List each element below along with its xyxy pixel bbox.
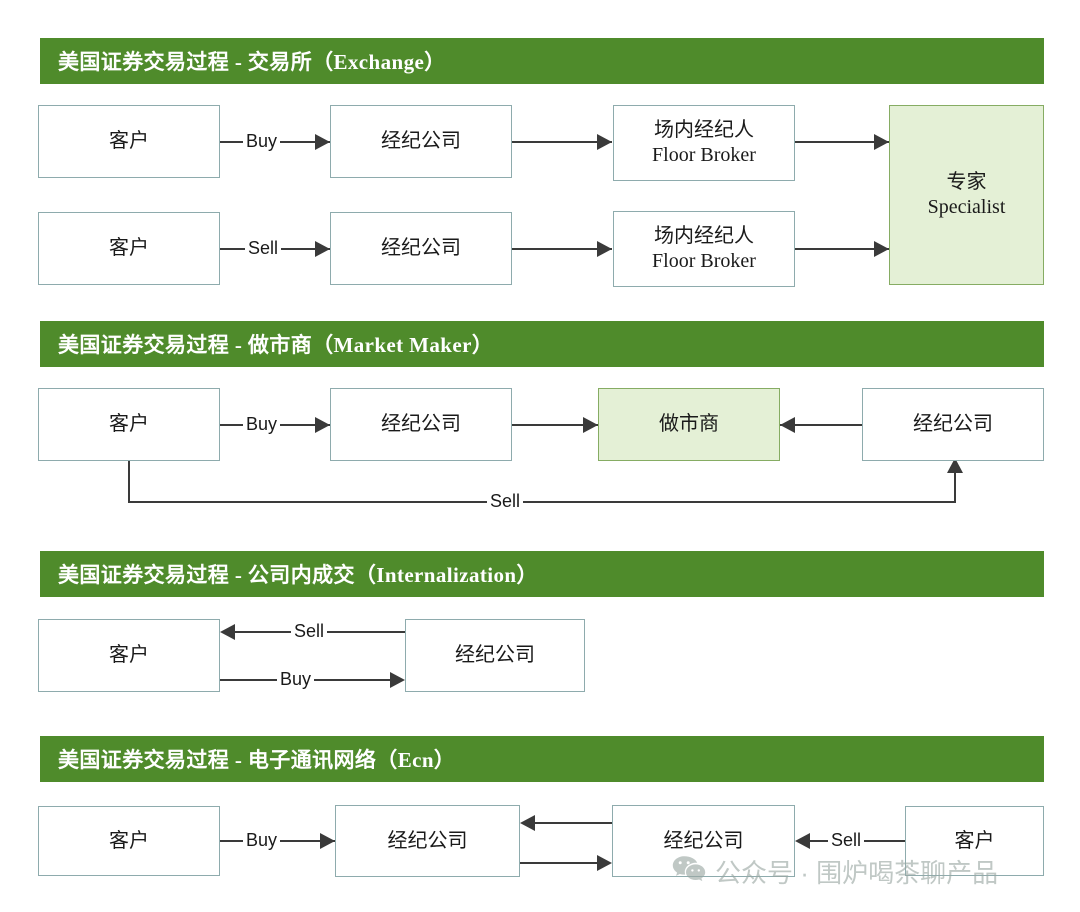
node-floor-broker-sell: 场内经纪人 Floor Broker [613, 211, 795, 287]
arrow-head-right [390, 672, 405, 688]
arrow-head-right [320, 833, 335, 849]
edge-line-floor-broker-buy-to-specialist [795, 141, 889, 143]
node-label-cn: 场内经纪人 [654, 119, 754, 141]
node-label-en: Floor Broker [652, 250, 756, 272]
section-title-text: 美国证券交易过程 - 做市商（Market Maker） [58, 333, 494, 357]
arrow-head-right [597, 855, 612, 871]
node-label-cn: 场内经纪人 [654, 225, 754, 247]
edge-line-broker-buy-to-floor-broker [512, 141, 612, 143]
node-label-en: Specialist [927, 196, 1006, 218]
edge-label-buy: Buy [277, 669, 315, 689]
edge-line-floor-broker-sell-to-specialist [795, 248, 889, 250]
node-label: 经纪公司 [455, 644, 535, 666]
node-label: 经纪公司 [387, 829, 468, 852]
section-title-text: 美国证券交易过程 - 公司内成交（Internalization） [58, 563, 538, 587]
edge-line-mm-broker-to-market-maker [512, 424, 598, 426]
edge-line-mm-sell-horizontal [128, 501, 956, 503]
edge-label-sell: Sell [487, 491, 524, 511]
node-int-broker: 经纪公司 [405, 619, 585, 692]
node-ecn-broker-left: 经纪公司 [335, 805, 520, 877]
node-label: 做市商 [659, 413, 719, 435]
arrow-head-right [315, 241, 330, 257]
node-specialist: 专家 Specialist [889, 105, 1044, 285]
edge-label-sell: Sell [291, 621, 328, 641]
node-label: 经纪公司 [913, 413, 993, 435]
node-ecn-customer-left: 客户 [38, 806, 220, 876]
node-customer-buy: 客户 [38, 105, 220, 178]
edge-label-sell: Sell [828, 830, 865, 850]
node-ecn-customer-right: 客户 [905, 806, 1044, 876]
section-title-bar-ecn: 美国证券交易过程 - 电子通讯网络（Ecn） [40, 736, 1044, 782]
arrow-head-left [795, 833, 810, 849]
arrow-head-left [520, 815, 535, 831]
section-title-bar-exchange: 美国证券交易过程 - 交易所（Exchange） [40, 38, 1044, 84]
node-label: 经纪公司 [381, 130, 461, 152]
node-int-customer: 客户 [38, 619, 220, 692]
node-label-cn: 专家 [946, 171, 987, 193]
edge-label-sell: Sell [245, 238, 282, 258]
node-label: 客户 [109, 413, 149, 435]
arrow-head-right [583, 417, 598, 433]
edge-label-buy: Buy [243, 131, 281, 151]
arrow-head-left [220, 624, 235, 640]
node-customer-sell: 客户 [38, 212, 220, 285]
edge-line-broker-sell-to-floor-broker [512, 248, 612, 250]
node-label: 客户 [109, 644, 149, 666]
section-title-bar-market-maker: 美国证券交易过程 - 做市商（Market Maker） [40, 321, 1044, 367]
edge-label-buy: Buy [243, 414, 281, 434]
node-label: 经纪公司 [381, 237, 461, 259]
arrow-head-right [874, 134, 889, 150]
node-floor-broker-buy: 场内经纪人 Floor Broker [613, 105, 795, 181]
edge-line-mm-sell-vertical-left [128, 461, 130, 503]
section-title-bar-internalization: 美国证券交易过程 - 公司内成交（Internalization） [40, 551, 1044, 597]
node-market-maker: 做市商 [598, 388, 780, 461]
arrow-head-right [315, 134, 330, 150]
edge-line-ecn-broker-left-to-right [520, 862, 597, 864]
edge-label-buy: Buy [243, 830, 281, 850]
arrow-head-up [947, 458, 963, 473]
node-mm-broker-left: 经纪公司 [330, 388, 512, 461]
edge-line-mm-sell-vertical-right [954, 470, 956, 503]
node-label: 客户 [109, 237, 149, 259]
node-broker-buy: 经纪公司 [330, 105, 512, 178]
edge-line-ecn-broker-right-to-left [528, 822, 612, 824]
node-label: 客户 [109, 130, 149, 152]
arrow-head-right [597, 241, 612, 257]
node-broker-sell: 经纪公司 [330, 212, 512, 285]
arrow-head-right [315, 417, 330, 433]
node-mm-broker-right: 经纪公司 [862, 388, 1044, 461]
section-title-text: 美国证券交易过程 - 交易所（Exchange） [58, 50, 446, 74]
node-ecn-broker-right: 经纪公司 [612, 805, 795, 877]
node-label-en: Floor Broker [652, 144, 756, 166]
arrow-head-left [780, 417, 795, 433]
node-label: 客户 [954, 829, 995, 852]
edge-line-mm-broker-right-to-market-maker [780, 424, 862, 426]
node-label: 经纪公司 [663, 829, 744, 852]
node-label: 客户 [109, 829, 149, 852]
arrow-head-right [597, 134, 612, 150]
node-label: 经纪公司 [381, 413, 461, 435]
section-title-text: 美国证券交易过程 - 电子通讯网络（Ecn） [58, 748, 456, 772]
node-mm-customer: 客户 [38, 388, 220, 461]
arrow-head-right [874, 241, 889, 257]
